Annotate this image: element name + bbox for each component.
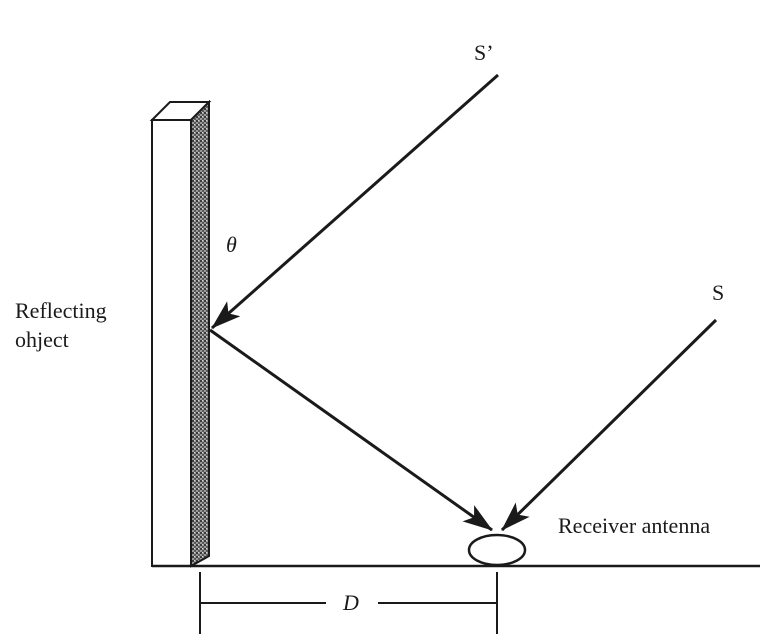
receiver-antenna-icon [467, 533, 527, 567]
wall-textured-side [190, 99, 210, 568]
reflecting-object-label-line1: Reflecting [15, 298, 107, 323]
reflecting-object-label-line2: ohject [15, 327, 69, 352]
reflected-ray [209, 328, 493, 532]
incident-ray-reflected-path [211, 73, 499, 330]
source-direct-label: S [712, 280, 724, 305]
angle-label: θ [226, 232, 237, 257]
receiver-antenna-label: Receiver antenna [558, 513, 710, 538]
direct-ray [500, 318, 718, 532]
distance-dimension [199, 572, 498, 634]
source-reflected-label: S’ [474, 40, 494, 65]
reflecting-object [149, 99, 212, 568]
distance-label: D [342, 590, 359, 615]
wall-front-face [151, 119, 192, 567]
